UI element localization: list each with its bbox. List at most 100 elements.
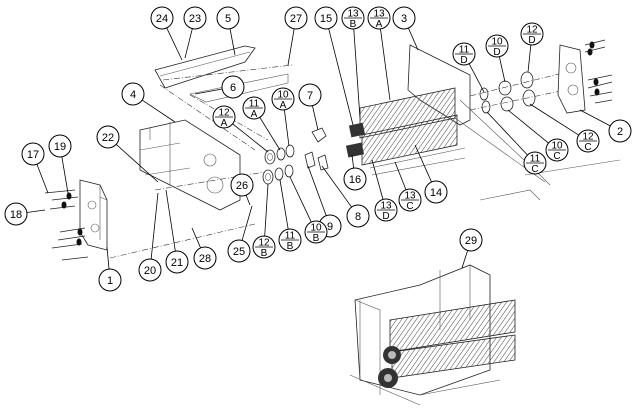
callout-variant: D bbox=[528, 35, 535, 46]
callout-variant: C bbox=[531, 164, 538, 175]
callout-number: 2 bbox=[617, 126, 623, 138]
leader-line-1 bbox=[106, 246, 110, 270]
callout-number: 25 bbox=[233, 246, 245, 258]
leader-line-22 bbox=[115, 144, 159, 183]
callout-12c: 12C bbox=[576, 129, 600, 153]
callout-circle bbox=[343, 167, 367, 191]
bearing-set-left bbox=[262, 144, 295, 185]
leader-line-12c bbox=[529, 103, 579, 136]
callout-circle bbox=[48, 134, 72, 158]
callout-11c: 11C bbox=[523, 151, 547, 175]
leader-line-2 bbox=[579, 109, 611, 127]
leader-line-10d bbox=[498, 56, 506, 83]
callout-13b: 13B bbox=[341, 6, 365, 30]
callout-number: 9 bbox=[327, 221, 333, 233]
callout-circle bbox=[216, 6, 240, 30]
callout-28: 28 bbox=[193, 246, 217, 270]
callout-number: 10 bbox=[277, 90, 289, 101]
leader-line-9 bbox=[307, 165, 327, 216]
callout-number: 6 bbox=[230, 82, 236, 94]
right-end-plate bbox=[557, 39, 613, 114]
callout-12a: 12A bbox=[212, 105, 236, 129]
callout-circle bbox=[608, 119, 632, 143]
leader-line-13c bbox=[394, 161, 407, 190]
callout-number: 14 bbox=[430, 187, 442, 199]
callout-11a: 11A bbox=[242, 96, 266, 120]
callout-number: 20 bbox=[144, 265, 156, 277]
leader-line-12a bbox=[232, 123, 269, 153]
callout-variant: C bbox=[584, 142, 591, 153]
callout-10d: 10D bbox=[485, 34, 509, 58]
leader-line-25 bbox=[241, 205, 253, 241]
callout-variant: C bbox=[553, 151, 560, 162]
callout-circle bbox=[98, 268, 122, 292]
callout-circle bbox=[183, 6, 207, 30]
callout-number: 5 bbox=[225, 13, 231, 25]
leader-line-5 bbox=[229, 28, 236, 56]
leader-line-29 bbox=[461, 250, 469, 269]
callout-25: 25 bbox=[227, 239, 251, 263]
leader-line-13d bbox=[371, 159, 384, 200]
leader-line-16 bbox=[351, 154, 355, 169]
callout-number: 26 bbox=[236, 180, 248, 192]
leader-line-12d bbox=[527, 44, 532, 73]
callout-13c: 13C bbox=[398, 188, 422, 212]
callout-circle bbox=[150, 6, 174, 30]
callout-number: 13 bbox=[373, 9, 385, 20]
callout-24: 24 bbox=[150, 6, 174, 30]
callout-number: 16 bbox=[349, 174, 361, 186]
callout-10b: 10B bbox=[304, 220, 328, 244]
leader-line-21 bbox=[165, 189, 176, 252]
leader-line-19 bbox=[61, 156, 69, 194]
callout-circle bbox=[230, 173, 254, 197]
callout-number: 8 bbox=[355, 211, 361, 223]
callout-6: 6 bbox=[221, 75, 245, 99]
leader-line-27 bbox=[287, 28, 295, 66]
callout-variant: D bbox=[493, 47, 500, 58]
callout-variant: C bbox=[406, 201, 413, 212]
callout-13a: 13A bbox=[367, 6, 391, 30]
callout-circle bbox=[96, 125, 120, 149]
leader-line-11a bbox=[259, 117, 281, 151]
callout-circle bbox=[459, 228, 483, 252]
callout-number: 27 bbox=[290, 13, 302, 25]
callout-number: 19 bbox=[54, 141, 66, 153]
callout-number: 10 bbox=[310, 223, 322, 234]
callout-variant: D bbox=[460, 55, 467, 66]
callout-21: 21 bbox=[165, 250, 189, 274]
callout-number: 15 bbox=[320, 13, 332, 25]
leader-line-11d bbox=[468, 63, 485, 93]
callout-2: 2 bbox=[608, 119, 632, 143]
callout-number: 18 bbox=[10, 209, 22, 221]
callout-circle bbox=[227, 239, 251, 263]
callout-number: 10 bbox=[491, 37, 503, 48]
callout-8: 8 bbox=[346, 204, 370, 228]
clips bbox=[304, 127, 329, 171]
leader-line-12b bbox=[264, 183, 269, 237]
callout-number: 12 bbox=[526, 25, 538, 36]
callout-13d: 13D bbox=[374, 198, 398, 222]
callout-circle bbox=[138, 258, 162, 282]
leader-line-17 bbox=[36, 164, 49, 194]
callout-29: 29 bbox=[459, 228, 483, 252]
callout-number: 12 bbox=[218, 108, 230, 119]
callout-number: 1 bbox=[107, 275, 113, 287]
leader-line-28 bbox=[191, 227, 201, 249]
callout-number: 11 bbox=[249, 99, 260, 110]
callout-10a: 10A bbox=[271, 87, 295, 111]
callout-number: 13 bbox=[347, 9, 359, 20]
callout-number: 11 bbox=[459, 45, 470, 56]
callout-circle bbox=[165, 250, 189, 274]
callout-22: 22 bbox=[96, 125, 120, 149]
callout-18: 18 bbox=[4, 202, 28, 226]
callout-circle bbox=[314, 6, 338, 30]
callout-variant: A bbox=[376, 19, 383, 30]
callout-number: 13 bbox=[380, 201, 392, 212]
callout-number: 7 bbox=[307, 90, 313, 102]
brush-rollers bbox=[345, 87, 466, 176]
leader-line-10a bbox=[283, 109, 290, 147]
leader-line-14 bbox=[414, 144, 432, 183]
callout-7: 7 bbox=[298, 83, 322, 107]
